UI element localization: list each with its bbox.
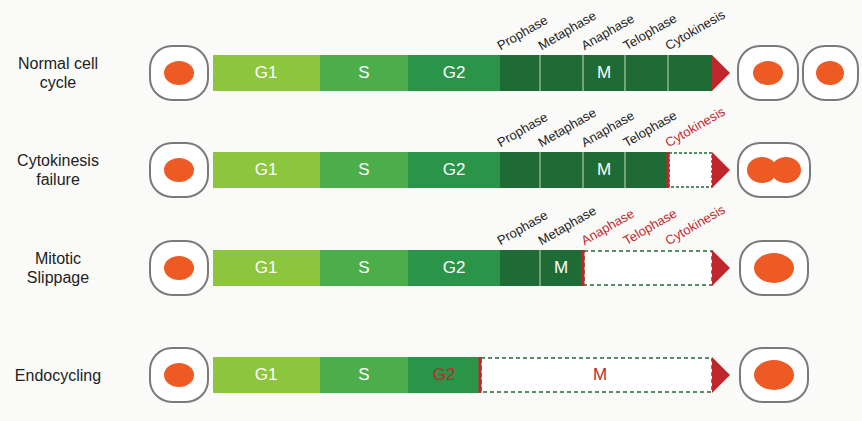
phase-segment: G1 (213, 55, 320, 91)
phase-segment: G2 (408, 55, 500, 91)
phase-name: S (358, 258, 369, 278)
phase-name: M (554, 258, 568, 278)
phase-segment: S (320, 250, 408, 286)
row-label: Mitotic Slippage (2, 249, 114, 287)
phase-segment: S (320, 152, 408, 188)
phase-segment: G2 (408, 250, 500, 286)
phase-name: G2 (443, 63, 466, 83)
phase-name: S (358, 160, 369, 180)
row-label: Normal cell cycle (2, 54, 114, 92)
phase-segment: M (500, 55, 712, 91)
phase-segment: M (500, 250, 583, 286)
phase-name: S (358, 365, 369, 385)
phase-name: M (597, 160, 611, 180)
phase-segment: M (482, 357, 710, 393)
phase-name: M (593, 365, 607, 385)
phase-name: G1 (255, 160, 278, 180)
phase-name: M (597, 63, 611, 83)
phase-segment: G2 (408, 357, 480, 393)
phase-name: G2 (433, 365, 456, 385)
phase-name: G1 (255, 258, 278, 278)
phase-segment: S (320, 357, 408, 393)
phase-name: S (358, 63, 369, 83)
phase-name: G1 (255, 365, 278, 385)
phase-segment: M (500, 152, 668, 188)
phase-name: G2 (443, 160, 466, 180)
phase-segment: S (320, 55, 408, 91)
phase-segment: G1 (213, 250, 320, 286)
phase-segment: G1 (213, 152, 320, 188)
phase-segment: G2 (408, 152, 500, 188)
row-label: Endocycling (2, 366, 114, 385)
row-label: Cytokinesis failure (2, 151, 114, 189)
phase-name: G2 (443, 258, 466, 278)
phase-segment: G1 (213, 357, 320, 393)
phase-name: G1 (255, 63, 278, 83)
